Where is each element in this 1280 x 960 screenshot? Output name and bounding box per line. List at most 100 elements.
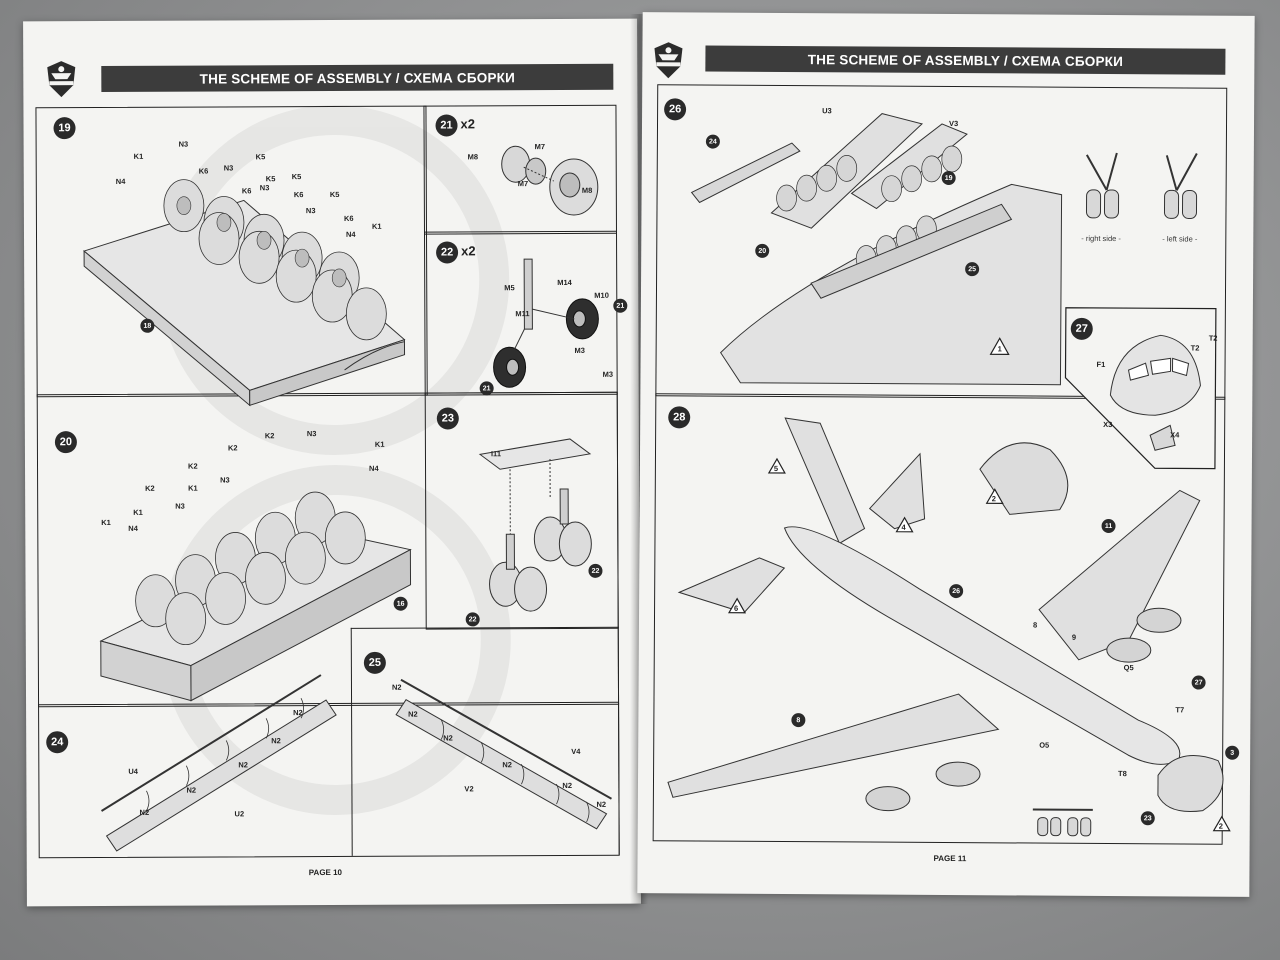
step24-bay-door-illustration — [100, 674, 337, 852]
part-label-k5: K5 — [329, 189, 340, 200]
step-number-22: 22 — [436, 241, 459, 264]
part-label-k6: K6 — [343, 213, 354, 223]
step-number-21: 21 — [435, 114, 458, 137]
step27-cockpit-nose-illustration — [1109, 334, 1201, 451]
page-number: PAGE 10 — [308, 867, 343, 878]
part-label-n3: N3 — [220, 475, 230, 485]
callout-triangle-4-text: 4 — [901, 522, 906, 532]
page-number: PAGE 11 — [933, 853, 967, 864]
part-label-m3: M3 — [574, 345, 585, 355]
step-number-23: 23 — [436, 407, 459, 430]
part-label-n2: N2 — [293, 708, 303, 718]
part-callout-18: 18 — [140, 318, 155, 333]
part-label-n3: N3 — [306, 429, 317, 439]
part-label-n2: N2 — [238, 760, 248, 770]
part-label-m8: M8 — [581, 185, 593, 195]
part-label-f1: F1 — [1096, 359, 1106, 369]
part-label-n2: N2 — [186, 785, 197, 795]
page-header: THE SCHEME OF ASSEMBLY / СХЕМА СБОРКИ — [101, 63, 614, 93]
callout-triangle-6-text: 6 — [734, 603, 739, 613]
page-header: THE SCHEME OF ASSEMBLY / СХЕМА СБОРКИ — [705, 45, 1226, 75]
part-label-t2: T2 — [1190, 343, 1200, 353]
part-label-i11: I11 — [490, 449, 501, 459]
part-callout-8: 8 — [791, 713, 806, 728]
part-label-k2: K2 — [227, 443, 238, 453]
part-label-k2: K2 — [264, 431, 275, 441]
part-callout-3: 3 — [1225, 745, 1240, 760]
part-label-n3: N3 — [175, 501, 185, 511]
part-label-q5: Q5 — [1123, 663, 1134, 673]
part-label-t8: T8 — [1118, 769, 1127, 779]
part-label-u4: U4 — [128, 766, 138, 776]
part-label-n2: N2 — [443, 733, 453, 743]
step22-gear-leg-illustration — [493, 258, 599, 388]
part-label-n4: N4 — [345, 229, 356, 239]
part-label-m7: M7 — [534, 142, 546, 152]
part-label-n4: N4 — [369, 463, 379, 473]
part-label-m11: M11 — [515, 309, 530, 319]
part-label-k5: K5 — [291, 172, 302, 182]
part-callout-23: 23 — [1140, 811, 1155, 826]
part-label-t7: T7 — [1175, 705, 1185, 715]
main-gear-side-views-illustration — [1085, 152, 1198, 219]
callout-triangle-5 — [767, 457, 786, 474]
step26-fuselage-gear-bay-illustration — [690, 113, 1063, 386]
part-label-m5: M5 — [504, 283, 515, 293]
part-label-k1: K1 — [188, 483, 198, 493]
callout-triangle-2 — [1212, 815, 1231, 832]
part-label-m8: M8 — [467, 152, 479, 162]
part-label-m14: M14 — [557, 277, 572, 288]
part-label-n2: N2 — [271, 736, 281, 746]
part-callout-11: 11 — [1101, 518, 1116, 534]
part-label-k2: K2 — [145, 483, 155, 493]
part-label-k5: K5 — [265, 174, 276, 184]
part-label-n4: N4 — [128, 523, 138, 533]
part-label-n3: N3 — [259, 183, 270, 193]
part-label-u3: U3 — [822, 106, 832, 116]
part-label-m3: M3 — [602, 369, 614, 379]
step20-wheel-bay-illustration — [99, 491, 412, 702]
step-number-19: 19 — [53, 117, 76, 140]
part-label-v3: V3 — [948, 119, 959, 129]
part-label-k1: K1 — [133, 151, 144, 161]
step-number-20: 20 — [54, 431, 77, 454]
part-callout-22: 22 — [465, 612, 480, 627]
callout-triangle-5-text: 5 — [773, 463, 779, 473]
part-callout-19: 19 — [941, 170, 956, 186]
left-side-caption: - left side - — [1162, 234, 1198, 244]
part-callout-24: 24 — [705, 134, 720, 149]
step19-wheel-bay-illustration — [83, 179, 406, 407]
right-side-caption: - right side - — [1081, 233, 1121, 244]
part-label-n2: N2 — [596, 799, 607, 809]
part-label-n2: N2 — [562, 780, 573, 790]
step28-aircraft-assembly-illustration — [667, 417, 1224, 837]
callout-triangle-1 — [989, 337, 1010, 355]
part-callout-20: 20 — [755, 243, 770, 258]
step25-bay-door-illustration — [395, 678, 612, 830]
callout-triangle-2-text: 2 — [991, 494, 996, 504]
part-label-8: 8 — [1032, 620, 1038, 630]
part-label-k2: K2 — [187, 461, 198, 471]
part-label-v2: V2 — [464, 784, 474, 794]
part-label-k1: K1 — [101, 517, 111, 528]
part-callout-22: 22 — [588, 563, 603, 578]
part-label-k1: K1 — [374, 439, 385, 449]
callout-triangle-2 — [985, 488, 1004, 504]
callout-triangle-1-text: 1 — [997, 344, 1002, 354]
right-page: THE SCHEME OF ASSEMBLY / СХЕМА СБОРКИ 2 6… — [637, 12, 1255, 897]
part-label-k6: K6 — [198, 166, 209, 176]
part-label-k1: K1 — [133, 507, 143, 517]
step-number-27: 27 — [1070, 317, 1093, 340]
part-label-k6: K6 — [293, 190, 304, 200]
part-label-n3: N3 — [305, 206, 316, 216]
part-label-v4: V4 — [571, 746, 581, 756]
step21-wheel-illustration — [501, 145, 599, 216]
part-label-u2: U2 — [234, 809, 245, 819]
part-label-k1: K1 — [371, 221, 382, 231]
step-number-25: 25 — [363, 651, 386, 674]
part-callout-21: 21 — [613, 298, 628, 313]
part-label-9: 9 — [1071, 632, 1077, 642]
part-label-n3: N3 — [223, 163, 234, 173]
modelsvit-logo-icon — [47, 61, 76, 98]
left-page: THE SCHEME OF ASSEMBLY / СХЕМА СБОРКИ 19… — [23, 18, 641, 907]
